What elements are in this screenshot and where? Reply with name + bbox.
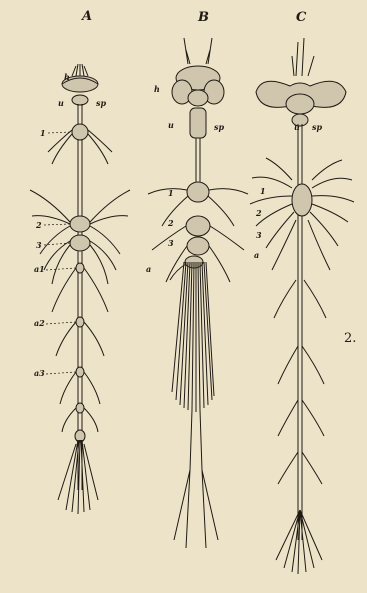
panel-b-label-a: a [146,264,151,274]
panel-letter-b: B [197,10,209,25]
panel-c-label-sp: sp [312,122,323,132]
panel-a-label-u: u [58,98,64,108]
panel-letter-c: C [296,10,307,25]
panel-a-label-3: 3 [36,240,42,250]
panel-c-label-u: u [294,122,300,132]
panel-b-label-1: 1 [168,188,174,198]
figure-number: 2. [344,331,356,346]
panel-b-label-3: 3 [168,238,174,248]
panel-b-label-u: u [168,120,174,130]
panel-a-label-a2: a2 [34,318,45,328]
panel-a-label-h: h [64,72,70,82]
panel-a-label-1: 1 [40,128,46,138]
panel-b-label-2: 2 [167,218,174,228]
panel-c-label-a: a [254,250,259,260]
panel-a-label-a3: a3 [34,368,45,378]
panel-a-label-a1: a1 [34,264,45,274]
panel-b-label-sp: sp [214,122,225,132]
panel-b-label-h: h [154,84,160,94]
panel-c-label-3: 3 [256,230,262,240]
panel-c-label-1: 1 [260,186,266,196]
panel-letter-a: A [80,9,92,24]
panel-a-label-sp: sp [96,98,107,108]
panel-c-label-2: 2 [255,208,262,218]
panel-a-label-2: 2 [35,220,42,230]
